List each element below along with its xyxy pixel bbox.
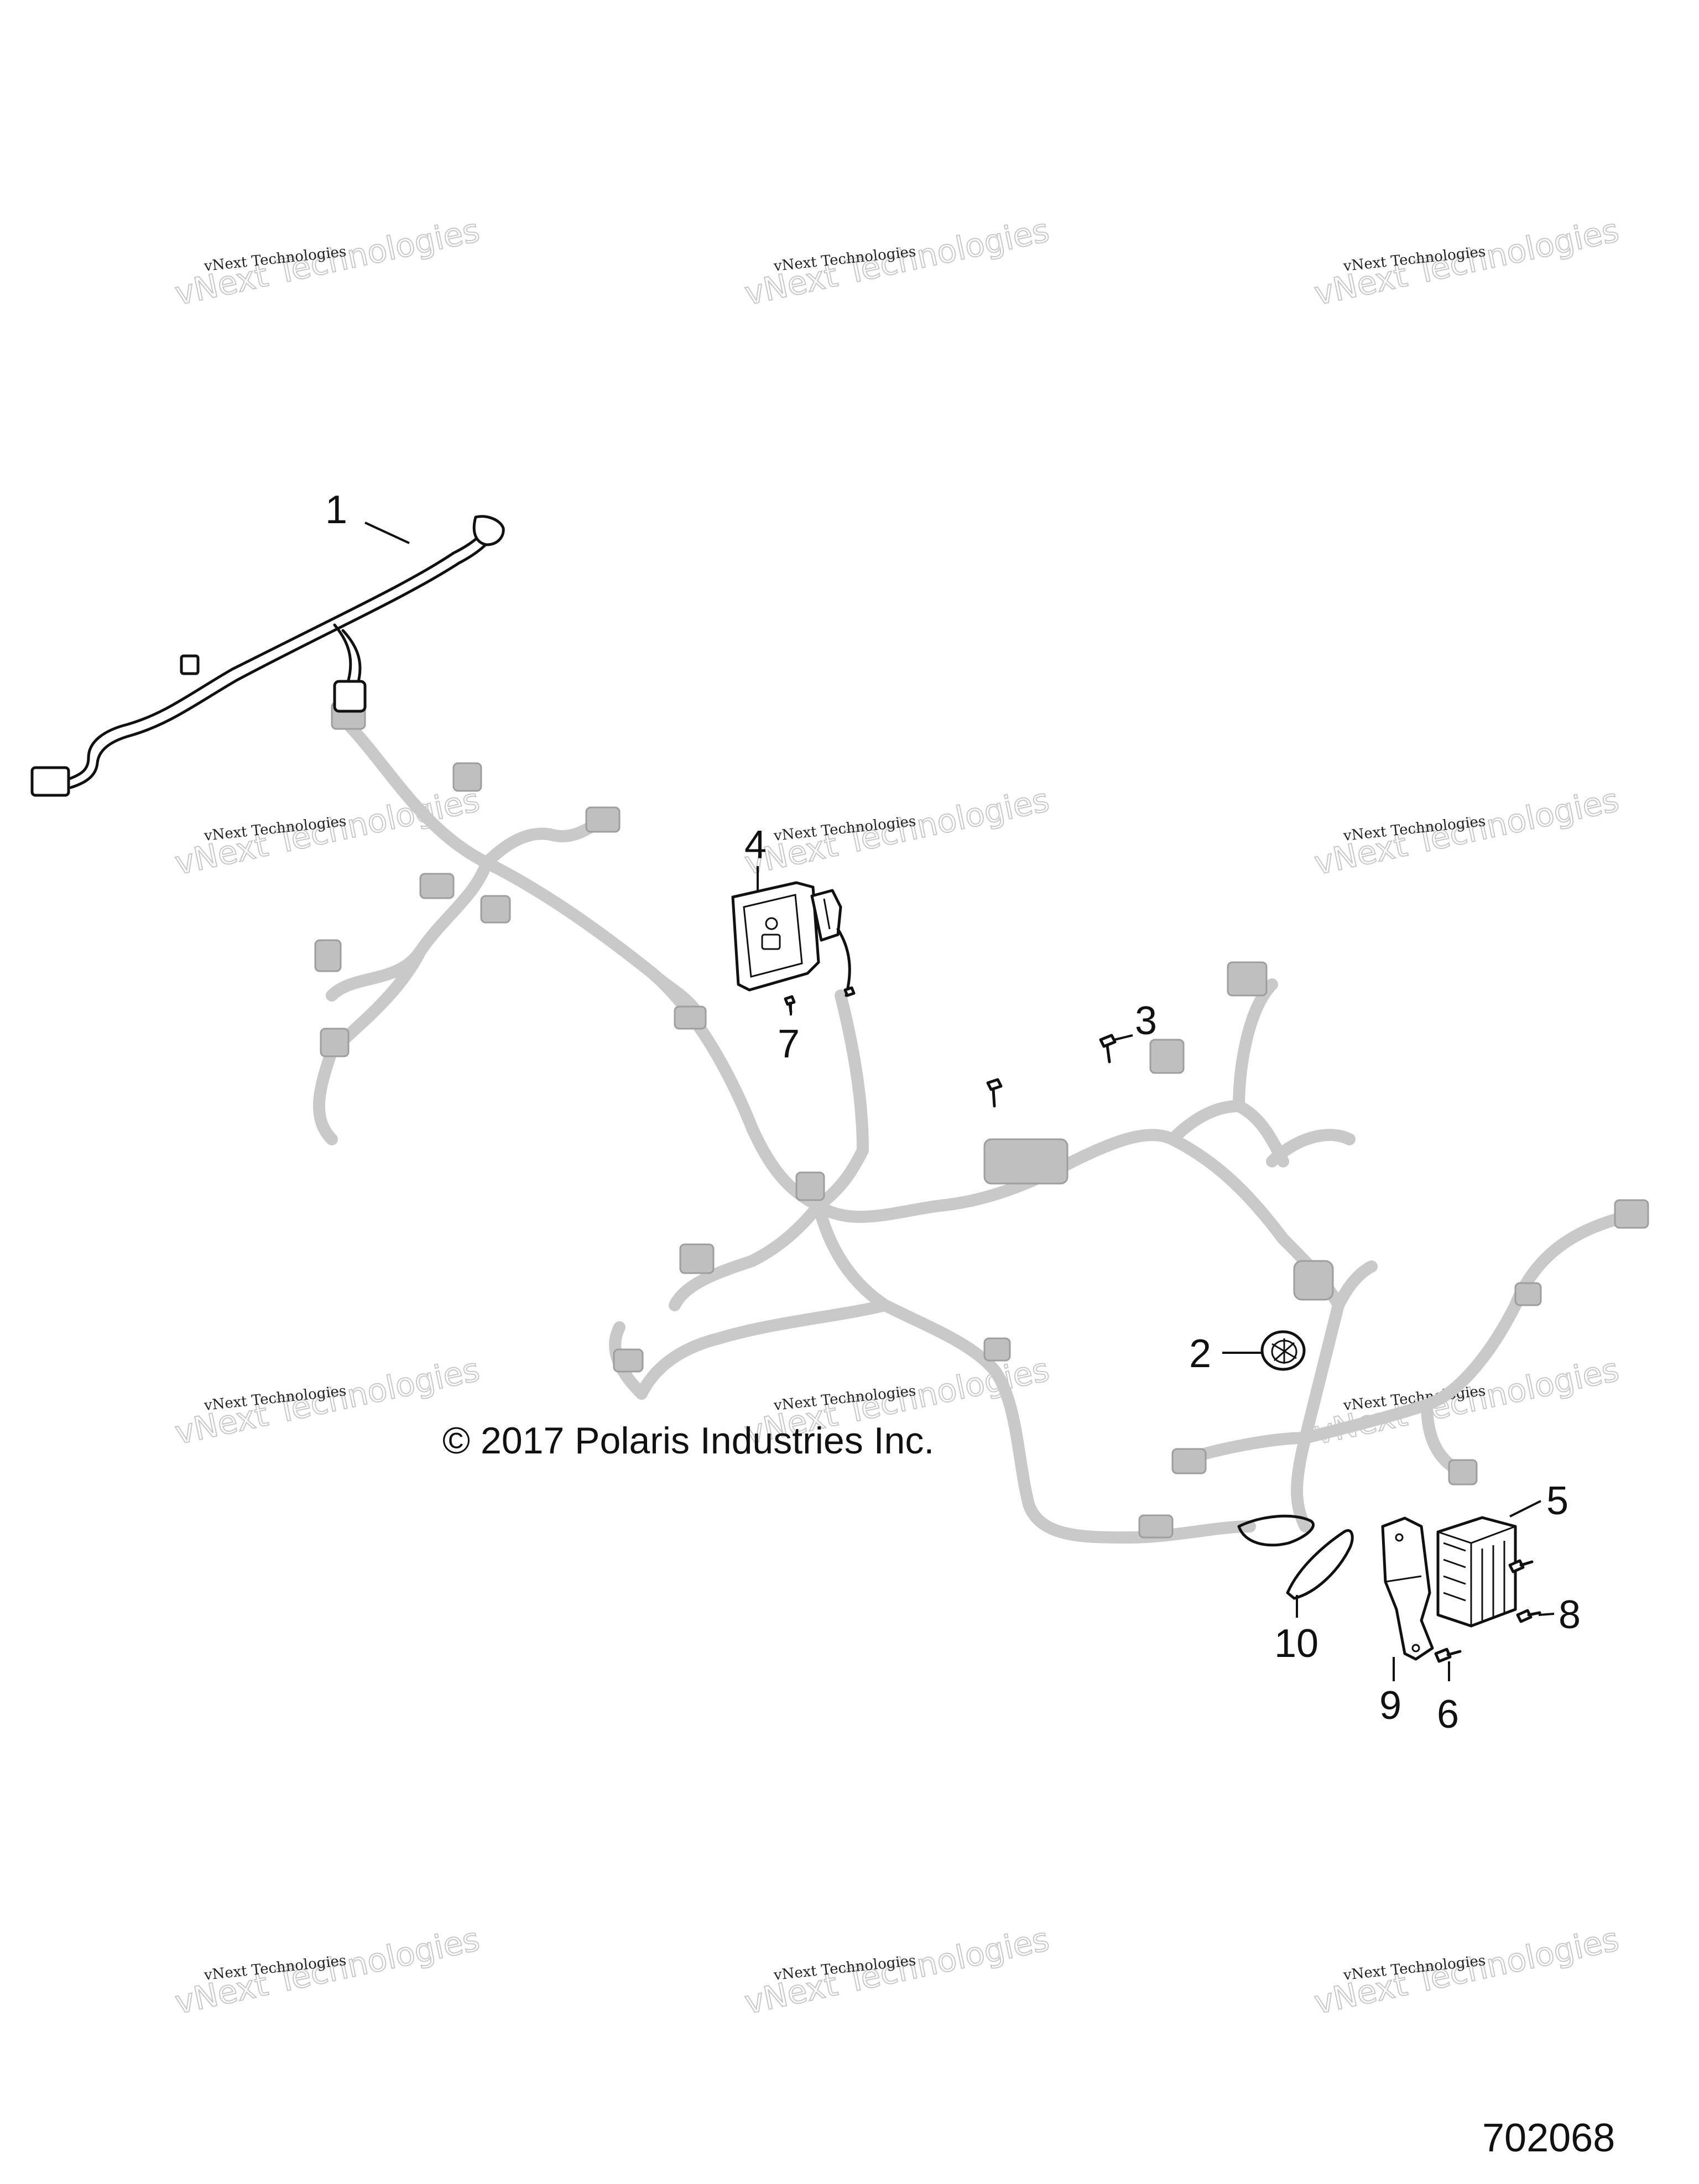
- leader-3: [1114, 1034, 1133, 1041]
- ghost-connector: [1171, 1448, 1207, 1474]
- ghost-connector: [320, 1028, 350, 1057]
- part-1-harness: [30, 515, 505, 797]
- watermark: vNext Technologies vNext Technologies: [1310, 1350, 1622, 1452]
- ghost-connector: [1614, 1199, 1649, 1229]
- ghost-connector: [1227, 961, 1268, 997]
- ghost-connector: [1138, 1514, 1174, 1539]
- watermark: vNext Technologies vNext Technologies: [741, 1920, 1052, 2022]
- part-10-strap: [1237, 1514, 1354, 1600]
- copyright-text: © 2017 Polaris Industries Inc.: [442, 1420, 934, 1462]
- ghost-connector: [1149, 1039, 1185, 1074]
- leader-lines: [364, 522, 1555, 1681]
- callout-5: 5: [1546, 1479, 1568, 1523]
- ghost-connector: [983, 1138, 1069, 1185]
- callout-3: 3: [1135, 999, 1157, 1043]
- callout-8: 8: [1559, 1593, 1581, 1637]
- watermark: vNext Technologies vNext Technologies: [171, 1920, 483, 2022]
- leader-1: [364, 522, 410, 544]
- part-3-bolt: [986, 1034, 1117, 1108]
- part-5-regulator: [1436, 1516, 1517, 1628]
- harness-clip: [180, 654, 200, 675]
- watermark: vNext Technologies vNext Technologies: [171, 211, 483, 313]
- callout-10: 10: [1274, 1622, 1318, 1666]
- callouts: 1 2 3 4 5 6 7 8 9 10: [325, 488, 1581, 1737]
- harness-end-connector: [472, 515, 505, 546]
- part-2-grommet: [1260, 1330, 1306, 1371]
- watermark: vNext Technologies vNext Technologies: [741, 780, 1052, 883]
- ghost-connector: [674, 1005, 707, 1030]
- part-9-bracket: [1381, 1516, 1434, 1661]
- callout-7: 7: [778, 1022, 800, 1066]
- watermark: vNext Technologies vNext Technologies: [171, 1350, 483, 1452]
- ghost-connector: [1514, 1282, 1542, 1306]
- ghost-connector: [613, 1348, 644, 1373]
- callout-2: 2: [1189, 1332, 1211, 1376]
- ghost-connector: [1293, 1260, 1334, 1301]
- part-6-bolt: [1434, 1648, 1462, 1663]
- part-4-ecu: [731, 881, 851, 997]
- ghost-connector: [480, 895, 511, 924]
- watermark-grid: vNext Technologies vNext Technologies vN…: [171, 211, 1622, 2022]
- ghost-connectors: [314, 701, 1649, 1539]
- diagram-id: 702068: [1482, 2116, 1615, 2160]
- ghost-connector: [983, 1337, 1011, 1362]
- ghost-connector: [679, 1243, 715, 1274]
- ghost-connector: [314, 939, 342, 972]
- watermark: vNext Technologies vNext Technologies: [1310, 211, 1622, 313]
- ghost-connector: [795, 1171, 825, 1201]
- callout-6: 6: [1437, 1692, 1459, 1737]
- harness-connector: [30, 766, 70, 797]
- callout-9: 9: [1379, 1683, 1401, 1728]
- callout-1: 1: [325, 488, 347, 532]
- ghost-connector: [1448, 1459, 1478, 1485]
- part-8-screw: [1508, 1559, 1541, 1623]
- watermark: vNext Technologies vNext Technologies: [741, 211, 1052, 313]
- leader-8: [1538, 1613, 1555, 1616]
- ghost-connector: [585, 806, 621, 833]
- watermark: vNext Technologies vNext Technologies: [1310, 780, 1622, 883]
- leader-5: [1509, 1500, 1541, 1518]
- ghost-connector: [419, 873, 455, 899]
- harness-connector: [333, 680, 367, 713]
- ghost-connector: [452, 762, 482, 792]
- watermark: vNext Technologies vNext Technologies: [1310, 1920, 1622, 2022]
- callout-4: 4: [744, 823, 767, 867]
